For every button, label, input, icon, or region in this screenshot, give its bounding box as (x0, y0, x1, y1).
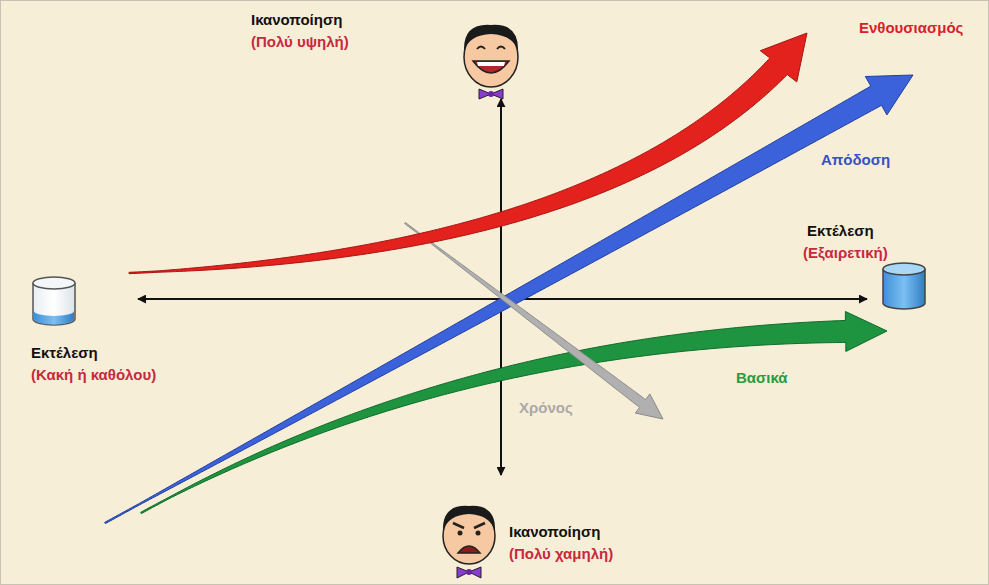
performance-curve (105, 75, 913, 524)
axis-qualifier: (Εξαιρετική) (803, 244, 888, 262)
full-glass (883, 263, 925, 309)
label-holder: (Πολύ χαμηλή) (509, 545, 613, 563)
excitement-curve (129, 33, 807, 274)
axis-title: Ικανοποίηση (509, 523, 600, 541)
axis-title: Ικανοποίηση (251, 11, 342, 29)
axis-title: Εκτέλεση (807, 222, 874, 240)
axis-qualifier: (Πολύ χαμηλή) (509, 545, 613, 563)
label-holder: (Κακή ή καθόλου) (31, 366, 156, 384)
label-holder: Βασικά (736, 369, 788, 387)
label-holder: (Εξαιρετική) (803, 244, 888, 262)
label-holder: Εκτέλεση (31, 344, 98, 362)
label-holder: Εκτέλεση (807, 222, 874, 240)
axis-title: Εκτέλεση (31, 344, 98, 362)
time-arrow (405, 222, 663, 419)
label-holder: Ικανοποίηση (509, 523, 600, 541)
label-holder: Ικανοποίηση (251, 11, 342, 29)
label-holder: Απόδοση (821, 151, 890, 169)
curve-label: Ενθουσιασμός (859, 19, 963, 37)
curve-label: Βασικά (736, 369, 788, 387)
y-axis (500, 99, 502, 475)
label-holder: Ενθουσιασμός (859, 19, 963, 37)
axis-qualifier: (Πολύ υψηλή) (251, 33, 349, 51)
label-holder: (Πολύ υψηλή) (251, 33, 349, 51)
basic-curve (141, 311, 887, 513)
empty-glass (33, 277, 75, 325)
angry-face (443, 506, 495, 578)
happy-face (464, 25, 518, 99)
curve-label: Απόδοση (821, 151, 890, 169)
label-holder: Χρόνος (519, 399, 573, 417)
axis-qualifier: (Κακή ή καθόλου) (31, 366, 156, 384)
time-label: Χρόνος (519, 399, 573, 417)
